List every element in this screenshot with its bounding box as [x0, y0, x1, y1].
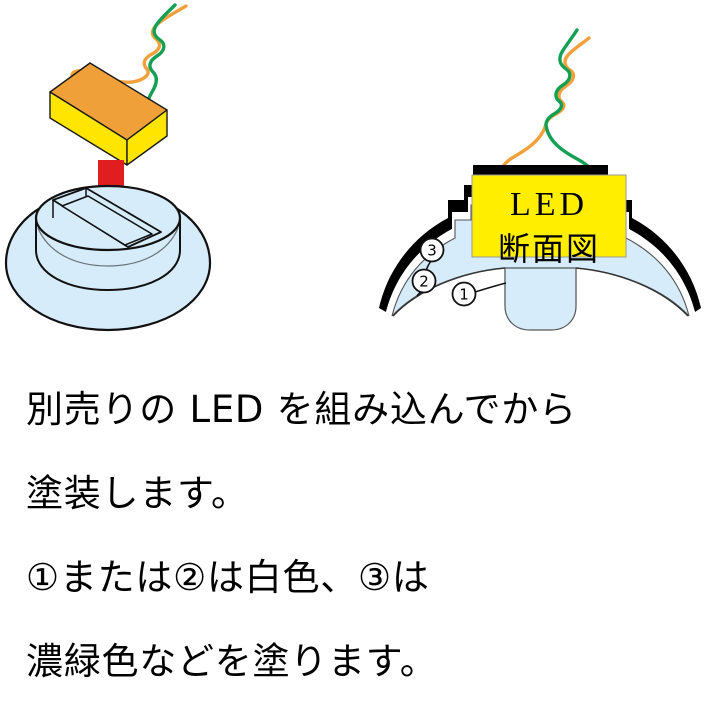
lens-housing [4, 184, 212, 332]
figure-cross-section: LED 断面図 3 2 1 [360, 0, 711, 370]
wire-pair-right [499, 28, 595, 179]
caption-line-1: 別売りの LED を組み込んでから [26, 388, 577, 431]
caption-line-4: 濃緑色などを塗ります。 [26, 640, 438, 683]
orange-wire [499, 36, 591, 177]
caption-line-3: ①または②は白色、③は [26, 556, 430, 599]
callout-3-circle [419, 237, 445, 263]
platform-shade [37, 227, 179, 267]
caption-block: 別売りの LED を組み込んでから 塗装します。 ①または②は白色、③は 濃緑色… [0, 368, 711, 711]
callout-3-number: 3 [427, 242, 437, 260]
callout-2-circle [411, 268, 437, 294]
callout-2-number: 2 [419, 273, 429, 291]
led-socket-inner [61, 195, 153, 246]
blue-body-bottom-contour-right [575, 267, 689, 317]
led-panel-rect [471, 174, 627, 258]
led-panel-title: LED [510, 186, 588, 223]
led-box-right-face [126, 109, 168, 166]
callouts: 3 2 1 [411, 237, 507, 307]
center-peg [504, 267, 577, 331]
callout-1-number: 1 [459, 286, 469, 304]
callout-1-circle [451, 281, 477, 307]
callout-1-leader [474, 282, 507, 293]
green-wire [544, 28, 595, 179]
figure-area: LED 断面図 3 2 1 [0, 0, 711, 370]
led-box [49, 62, 168, 166]
led-label-panel: LED 断面図 [471, 174, 627, 268]
blue-body-bottom-contour [392, 267, 506, 317]
caption-line-2: 塗装します。 [26, 472, 249, 515]
led-panel-subtitle: 断面図 [498, 230, 600, 268]
figure-led-insertion [0, 0, 360, 370]
